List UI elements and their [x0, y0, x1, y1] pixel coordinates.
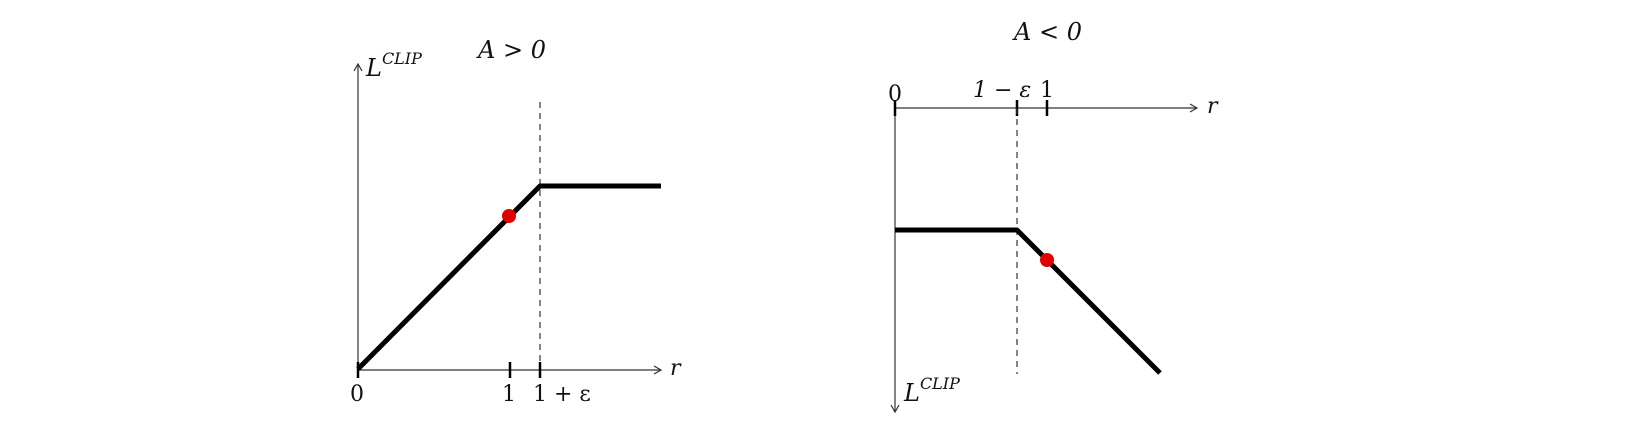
left-y-axis-label: LCLIP [365, 49, 422, 82]
right-tick-label-1: 1 [1040, 78, 1054, 103]
left-ratio-point [502, 209, 516, 223]
left-tick-label-1-plus-eps: 1 + ε [533, 382, 591, 407]
diagram-a-positive: A > 0 LCLIP r 0 1 1 + ε [350, 36, 682, 407]
right-clip-objective-curve [895, 227, 1162, 375]
right-title: A < 0 [1012, 18, 1082, 46]
left-clip-objective-curve [356, 183, 661, 371]
right-x-axis-label: r [1207, 94, 1219, 119]
left-title: A > 0 [476, 36, 546, 64]
right-y-axis-label: LCLIP [903, 374, 960, 407]
diagram-a-negative: A < 0 r LCLIP 0 1 − ε 1 [888, 18, 1219, 414]
right-ratio-point [1040, 253, 1054, 267]
right-tick-label-0: 0 [888, 82, 902, 107]
left-tick-label-0: 0 [350, 382, 364, 407]
right-tick-label-1-minus-eps: 1 − ε [973, 78, 1031, 103]
left-x-axis-label: r [670, 356, 682, 381]
left-tick-label-1: 1 [502, 382, 516, 407]
